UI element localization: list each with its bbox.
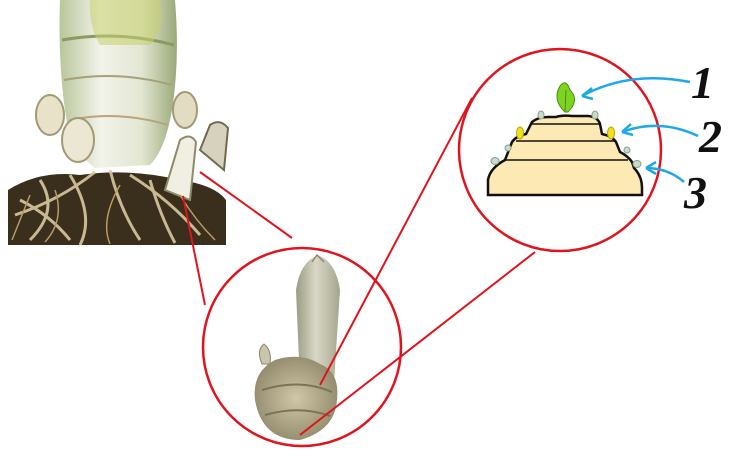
bud-schematic (488, 83, 642, 195)
callout-label-3: 3 (683, 167, 707, 218)
callout-label-1: 1 (691, 57, 714, 108)
dormant-bud-shape (633, 161, 641, 168)
callout-arrow-3 (646, 162, 684, 182)
connector-line-to-diagram-1 (320, 98, 472, 385)
plant-base-photo (8, 0, 228, 245)
callout-arrow-1 (582, 78, 690, 99)
sucker-closeup (255, 255, 340, 440)
lateral-bud-shape (608, 127, 615, 139)
callout-label-2: 2 (698, 111, 722, 162)
